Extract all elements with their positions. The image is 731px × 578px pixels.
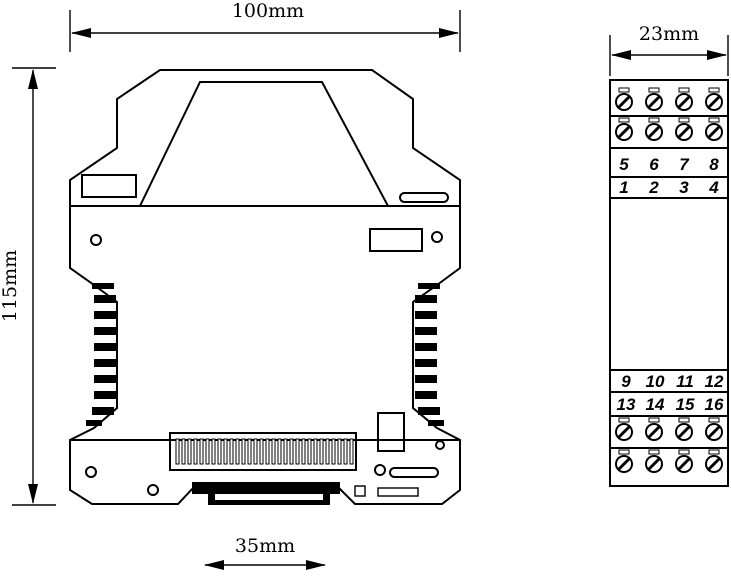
terminal-label: 5 [619, 155, 629, 174]
module-side-view: 5 6 7 8 1 2 3 4 9 10 11 12 13 14 15 16 [609, 79, 729, 487]
bottom-grille [169, 432, 357, 471]
screw-icon [147, 484, 159, 496]
grille-slot [205, 438, 210, 465]
terminal-labels-bottom: 9 10 11 12 13 14 15 16 [617, 372, 724, 414]
grille-slot [283, 438, 288, 465]
grille-slot [235, 438, 240, 465]
grille-slot [181, 438, 186, 465]
terminal-screw-icon [645, 87, 663, 111]
terminal-screw-icon [615, 87, 633, 111]
grille-slot [301, 438, 306, 465]
slot-bottom-right [389, 467, 439, 478]
terminal-screw-icon [675, 417, 693, 441]
grille-slot [277, 438, 282, 465]
terminal-screw-icon [615, 417, 633, 441]
module-front-view [69, 69, 461, 505]
grille-slot [241, 438, 246, 465]
terminal-screw-icon [705, 417, 723, 441]
grille-slot [295, 438, 300, 465]
left-vent-fins [86, 283, 116, 426]
width-label: 100mm [232, 0, 304, 22]
grille-slot [187, 438, 192, 465]
grille-slots [175, 438, 354, 465]
grille-slot [211, 438, 216, 465]
terminal-label: 4 [708, 178, 719, 197]
housing-outline [69, 69, 461, 505]
terminal-screw-icon [705, 87, 723, 111]
label-plate-left [81, 174, 137, 198]
terminal-screw-icon [645, 449, 663, 473]
terminal-label: 13 [617, 395, 636, 414]
grille-slot [271, 438, 276, 465]
grille-slot [253, 438, 258, 465]
grille-slot [223, 438, 228, 465]
terminal-screw-icon [645, 117, 663, 141]
grille-slot [229, 438, 234, 465]
terminal-label: 7 [679, 155, 690, 174]
terminal-labels-top: 5 6 7 8 1 2 3 4 [619, 155, 719, 197]
slot-top-right [399, 192, 449, 203]
grille-slot [259, 438, 264, 465]
grille-slot [343, 438, 348, 465]
terminal-label: 14 [646, 395, 665, 414]
grille-slot [325, 438, 330, 465]
grille-slot [199, 438, 204, 465]
terminal-screw-icon [675, 117, 693, 141]
grille-slot [307, 438, 312, 465]
terminal-screw-icon [615, 117, 633, 141]
terminal-label: 1 [619, 178, 628, 197]
terminal-label: 10 [646, 372, 665, 391]
screw-icon [85, 466, 97, 478]
din-rail-clip [192, 482, 419, 505]
terminal-label: 8 [709, 155, 719, 174]
screw-icon [435, 440, 445, 450]
grille-slot [217, 438, 222, 465]
terminal-label: 11 [676, 372, 694, 391]
grille-slot [247, 438, 252, 465]
grille-slot [313, 438, 318, 465]
screw-icon [90, 234, 102, 246]
terminal-label: 9 [621, 372, 631, 391]
grille-slot [319, 438, 324, 465]
label-plate-right [369, 228, 423, 252]
terminal-screw-icon [675, 87, 693, 111]
grille-slot [349, 438, 354, 465]
side-outline [609, 79, 729, 487]
height-label: 115mm [0, 250, 21, 322]
screw-icon [374, 464, 386, 476]
side-width-label: 23mm [639, 23, 699, 45]
terminal-label: 15 [676, 395, 695, 414]
terminal-screw-icon [705, 449, 723, 473]
grille-slot [193, 438, 198, 465]
terminal-label: 2 [648, 178, 659, 197]
side-width-dimension: 23mm [609, 23, 729, 76]
terminal-screw-icon [705, 117, 723, 141]
grille-slot [265, 438, 270, 465]
width-dimension: 100mm [69, 0, 461, 52]
rail-label: 35mm [235, 535, 295, 557]
right-vent-fins [415, 283, 444, 426]
terminal-screw-icon [645, 417, 663, 441]
terminal-screws [615, 87, 723, 473]
grille-slot [337, 438, 342, 465]
terminal-label: 12 [705, 372, 724, 391]
rail-dimension: 35mm [204, 535, 326, 570]
terminal-label: 6 [649, 155, 659, 174]
height-dimension: 115mm [0, 67, 56, 506]
terminal-label: 16 [705, 395, 724, 414]
terminal-screw-icon [675, 449, 693, 473]
terminal-screw-icon [615, 449, 633, 473]
indicator-window [377, 412, 405, 452]
screw-icon [431, 231, 443, 243]
grille-slot [175, 438, 180, 465]
terminal-label: 3 [679, 178, 689, 197]
grille-slot [289, 438, 294, 465]
grille-slot [331, 438, 336, 465]
top-window [138, 81, 390, 207]
